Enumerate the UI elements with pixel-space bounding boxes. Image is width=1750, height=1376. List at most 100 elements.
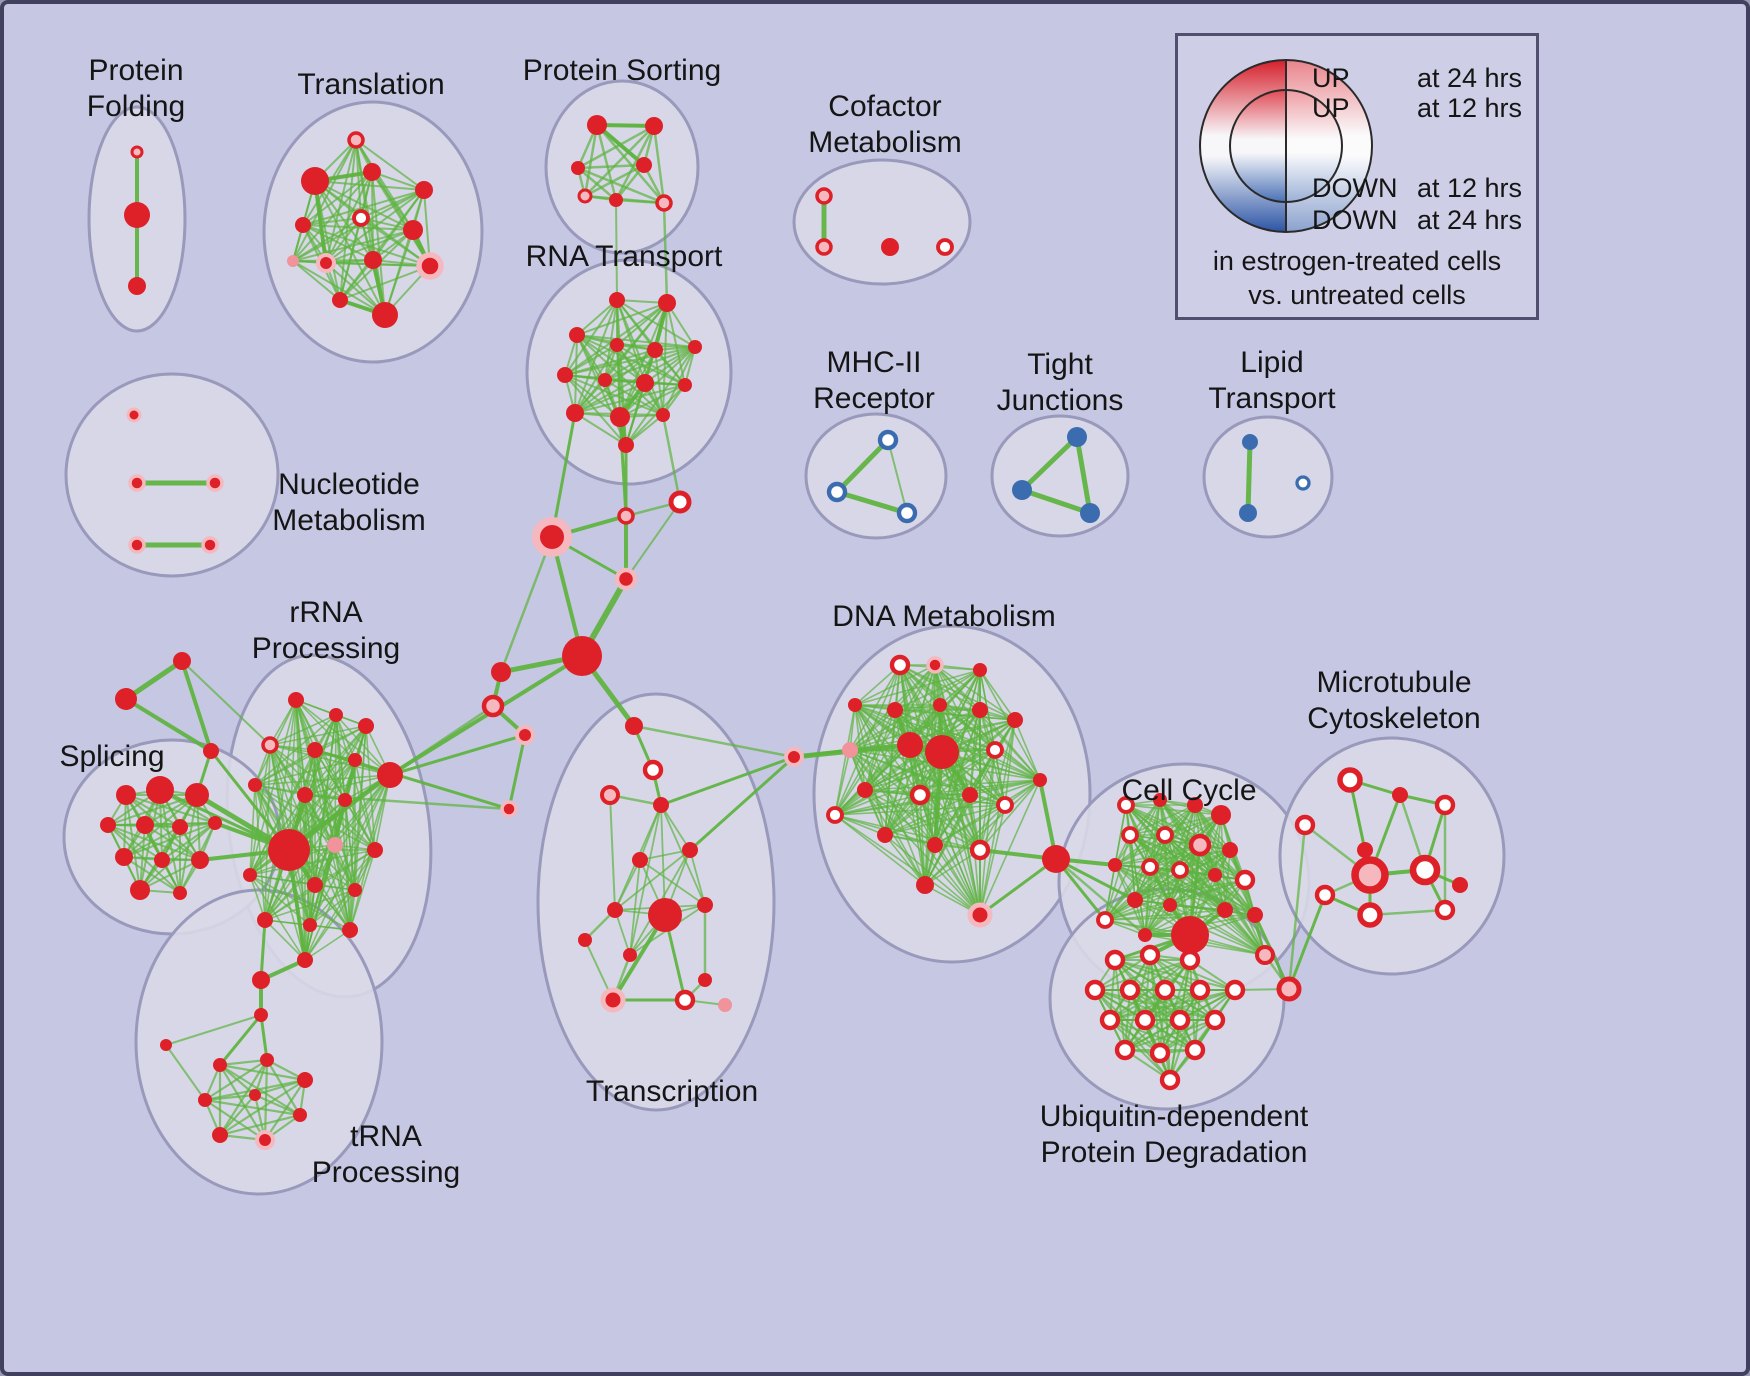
edge (615, 199, 618, 301)
edge (1229, 849, 1266, 956)
node-ccl (1042, 845, 1070, 873)
node-nm4 (128, 536, 146, 554)
node-sp10 (191, 851, 209, 869)
node-ps1 (587, 115, 607, 135)
node-sp8 (115, 848, 133, 866)
edge (564, 374, 627, 446)
legend-caption-line2: vs. untreated cells (1248, 280, 1466, 310)
cluster-label-protein-sorting: Protein Sorting (523, 54, 721, 87)
node-tn10 (212, 1127, 228, 1143)
node-mc9 (1314, 884, 1336, 906)
edge (302, 189, 425, 226)
cluster-tight-junctions (990, 414, 1130, 538)
edge (834, 704, 941, 816)
edge (1179, 869, 1256, 916)
node-rt4 (610, 338, 624, 352)
edge (979, 749, 996, 916)
edge (979, 779, 1041, 851)
node-mc1 (1337, 767, 1363, 793)
node-tx1 (625, 717, 643, 735)
edge (304, 929, 351, 961)
node-hb (562, 636, 602, 676)
edge (834, 437, 891, 495)
edge (269, 714, 337, 746)
edge (849, 749, 936, 846)
node-cc9 (1108, 858, 1122, 872)
node-tn3 (160, 1039, 172, 1051)
node-rr9 (297, 787, 313, 803)
edge (864, 749, 996, 791)
cluster-mhc-ii-receptor (804, 412, 948, 540)
edge (574, 382, 646, 414)
node-cc20 (1138, 928, 1152, 942)
edge (264, 919, 306, 961)
node-cc3 (1187, 797, 1203, 813)
node-tx7 (607, 902, 623, 918)
node-dn2 (926, 656, 944, 674)
edge (1019, 434, 1080, 493)
edge (662, 346, 696, 416)
node-tr11 (416, 252, 444, 280)
node-rr19 (342, 922, 358, 938)
node-cc5 (1121, 826, 1139, 844)
edge (1054, 857, 1147, 937)
edge (919, 794, 1006, 806)
node-dn20 (927, 837, 943, 853)
node-rr4 (261, 736, 279, 754)
edge (302, 224, 431, 267)
edge (849, 709, 896, 751)
edge (834, 804, 1006, 816)
edge (1124, 1019, 1181, 1051)
edge (302, 171, 373, 226)
node-rt8 (598, 373, 612, 387)
node-dn10 (897, 732, 923, 758)
node-l3 (515, 725, 535, 745)
node-rr6 (348, 753, 362, 767)
edge (884, 804, 1006, 836)
edge (254, 784, 376, 851)
edge (604, 346, 696, 381)
edge (264, 884, 316, 921)
edge (574, 384, 686, 414)
node-mc11 (1434, 899, 1456, 921)
edge (1074, 434, 1093, 516)
node-tr8 (287, 255, 299, 267)
node-dn1 (889, 654, 911, 676)
edge (614, 849, 691, 911)
node-dn16 (962, 787, 978, 803)
edge (864, 779, 1041, 791)
legend-direction-label: DOWN (1312, 173, 1398, 203)
node-tr5 (295, 217, 311, 233)
edge (576, 166, 618, 202)
edge (139, 859, 201, 891)
edge (292, 260, 386, 316)
edge (124, 697, 213, 753)
edge (1019, 487, 1093, 516)
node-rr7 (377, 762, 403, 788)
node-tn8 (249, 1089, 261, 1101)
edge (639, 859, 706, 906)
node-tx15 (718, 998, 732, 1012)
node-mc5 (1357, 842, 1373, 858)
node-st1 (115, 688, 137, 710)
node-lt1 (1242, 434, 1258, 450)
edge (1124, 1019, 1216, 1051)
node-ps4 (636, 157, 652, 173)
edge (919, 794, 981, 916)
edge (304, 774, 391, 796)
node-rr13 (367, 842, 383, 858)
node-rr5 (307, 742, 323, 758)
edge (550, 411, 577, 539)
node-sp5 (136, 816, 154, 834)
node-mc10 (1357, 902, 1383, 928)
edge (576, 302, 668, 336)
edge (1094, 954, 1151, 991)
node-tx5 (682, 842, 698, 858)
edge (576, 124, 656, 170)
edge (218, 1063, 267, 1142)
edge (1287, 823, 1307, 991)
node-tr10 (364, 251, 382, 269)
